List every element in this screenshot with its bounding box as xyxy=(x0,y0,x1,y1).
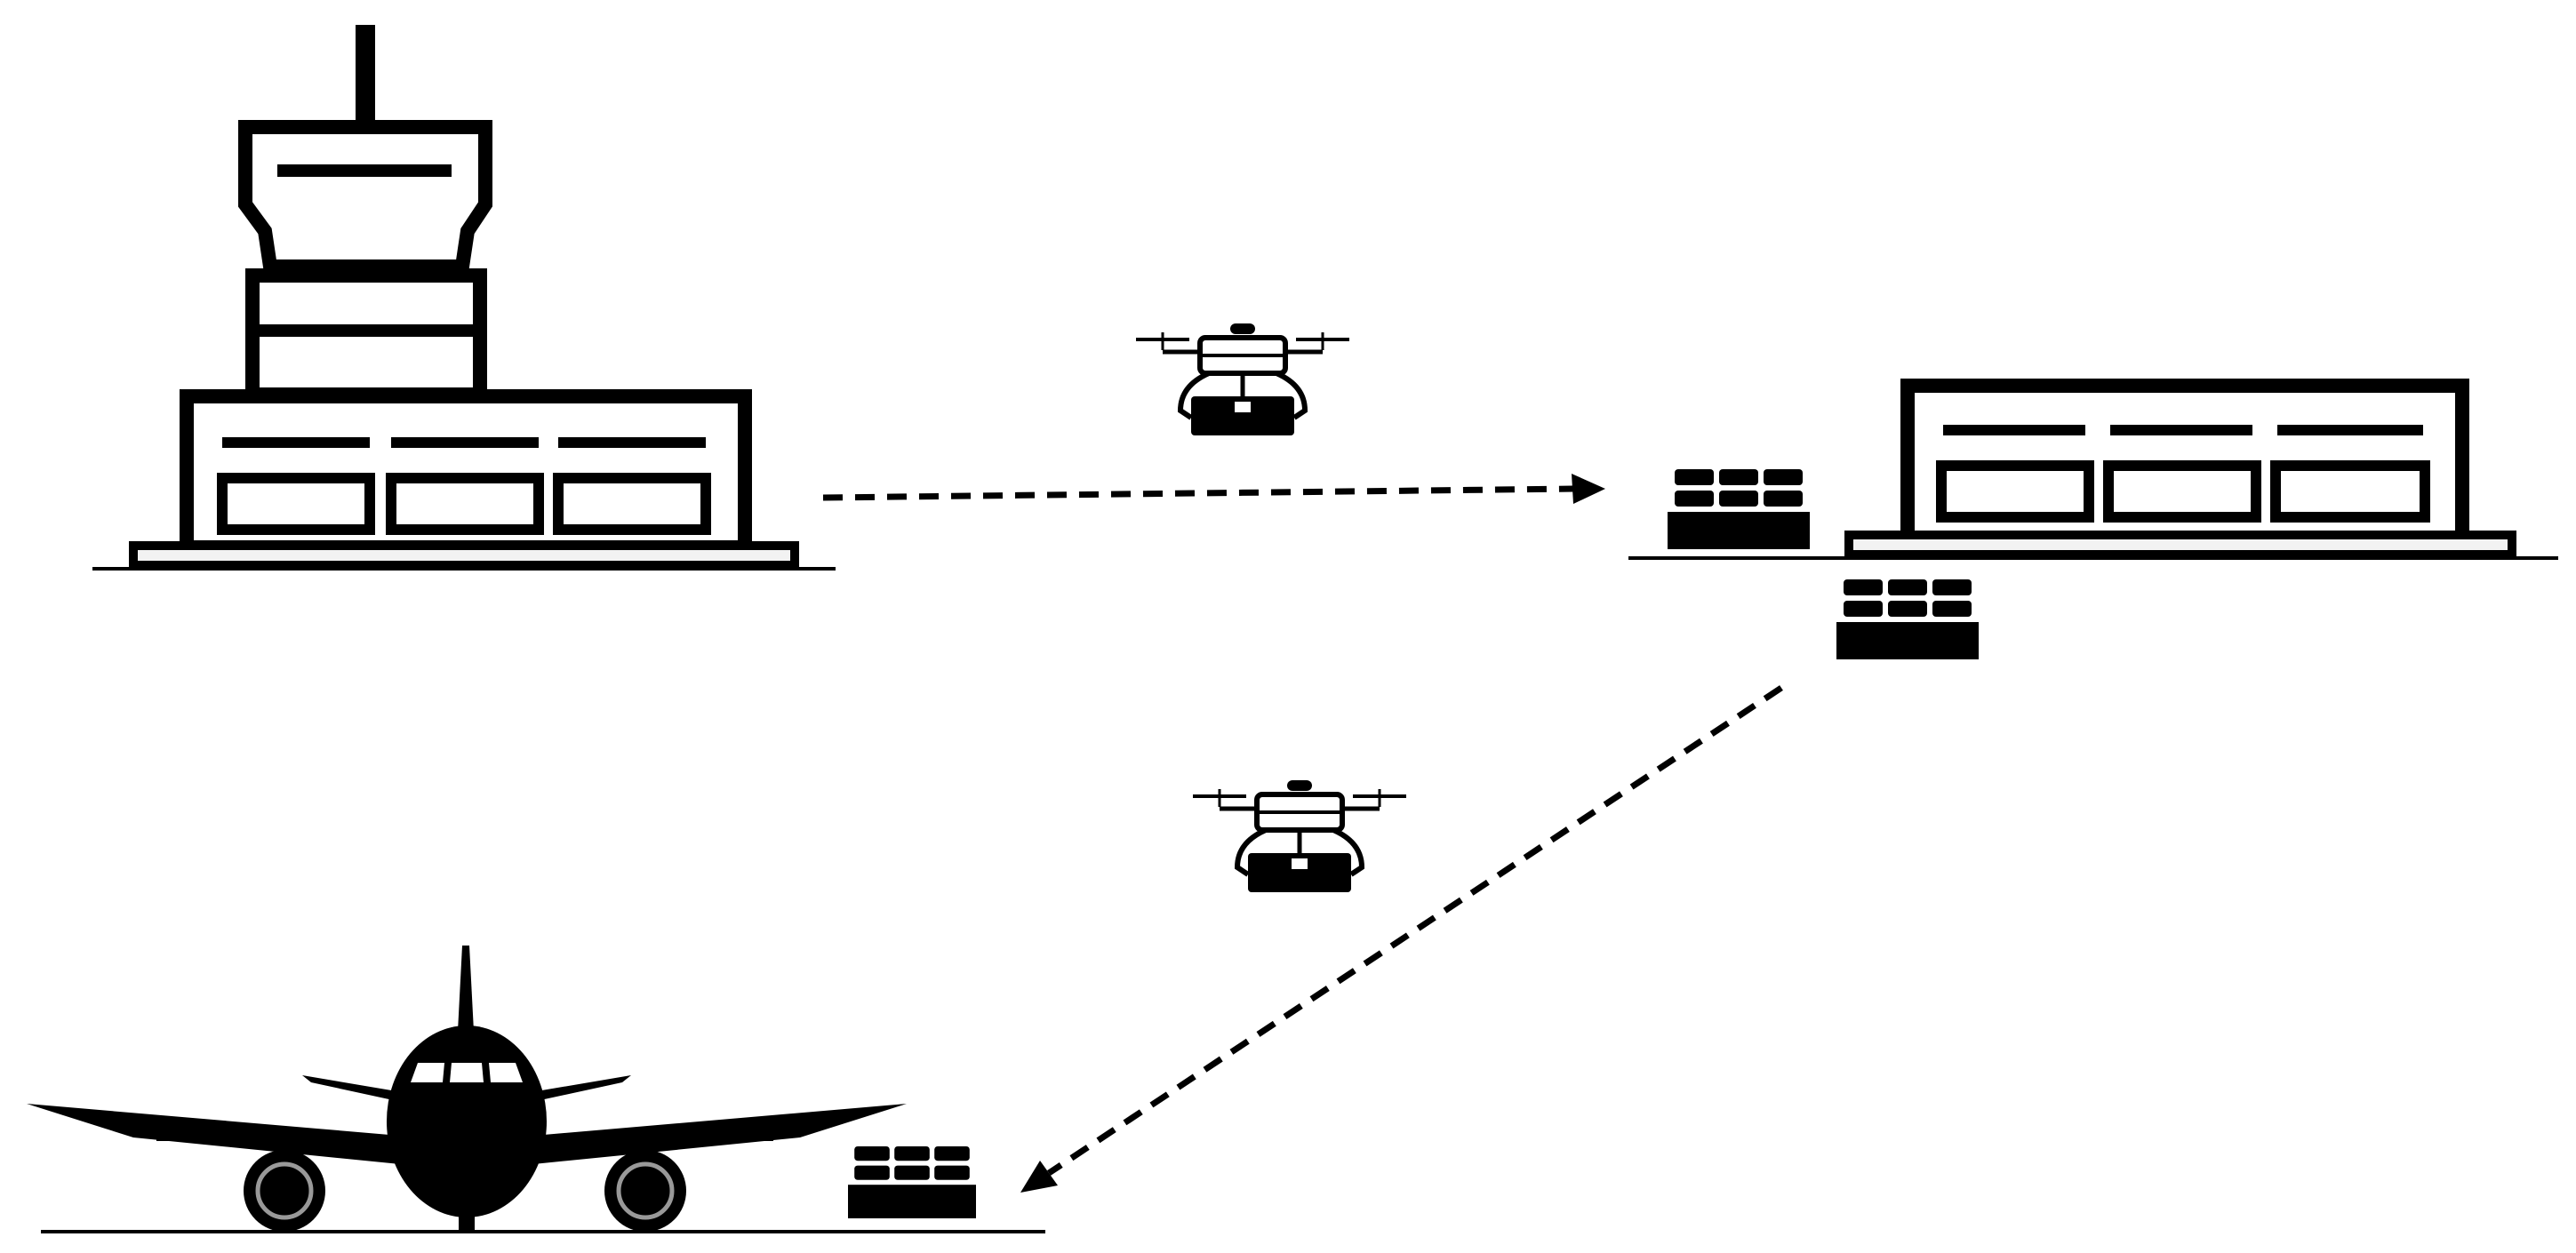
cargo-stack-icon xyxy=(1668,469,1810,549)
delivery-drone-icon xyxy=(1136,323,1349,435)
dashed-arrow-warehouse-to-airplane xyxy=(1047,685,1783,1176)
delivery-drone-icon xyxy=(1193,780,1406,892)
arrowhead-right xyxy=(1572,474,1605,504)
dashed-arrow-tower-to-warehouse xyxy=(822,485,1574,501)
cargo-stack-icon xyxy=(1836,579,1979,659)
airport-control-tower-icon xyxy=(129,25,799,570)
cargo-warehouse-icon xyxy=(1844,379,2516,559)
airplane-front-icon xyxy=(27,946,907,1232)
cargo-stack-icon xyxy=(848,1146,976,1218)
arrowhead-down-left xyxy=(1020,1161,1058,1193)
